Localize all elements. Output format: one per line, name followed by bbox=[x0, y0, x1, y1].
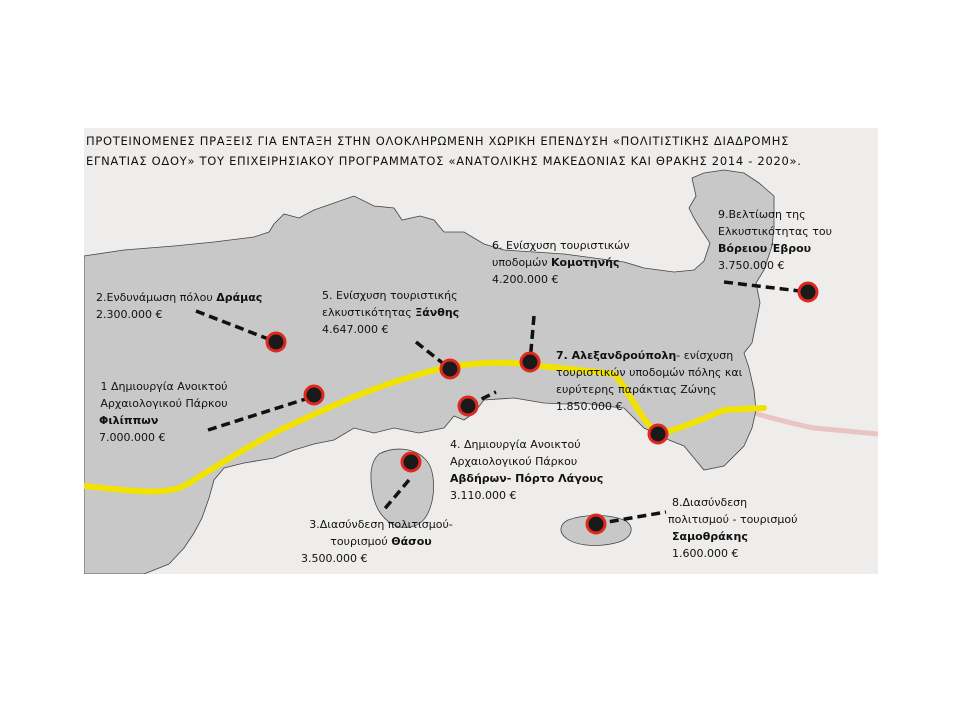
label-budget: 3.110.000 € bbox=[450, 489, 517, 502]
label-action-1: 1 Δημιουργία Ανοικτού Αρχαιολογικού Πάρκ… bbox=[87, 378, 241, 446]
label-action-7: 7. Αλεξανδρούπολη- ενίσχυση τουριστικών … bbox=[556, 347, 742, 415]
label-budget: 3.750.000 € bbox=[718, 259, 785, 272]
label-action-3: 3.Διασύνδεση πολιτισμού- τουρισμού Θάσου… bbox=[301, 516, 461, 567]
label-text: ευρύτερης παράκτιας Ζώνης bbox=[556, 383, 717, 396]
label-place: Σαμοθράκης bbox=[672, 530, 748, 543]
label-place: Θάσου bbox=[391, 535, 432, 548]
label-text: 3.Διασύνδεση πολιτισμού- bbox=[309, 518, 453, 531]
label-action-6: 6. Ενίσχυση τουριστικών υποδομών Κομοτην… bbox=[492, 237, 630, 288]
label-text: 1 Δημιουργία Ανοικτού bbox=[100, 380, 228, 393]
label-action-5: 5. Ενίσχυση τουριστικής ελκυστικότητας Ξ… bbox=[322, 287, 459, 338]
label-text: 6. Ενίσχυση τουριστικών bbox=[492, 239, 630, 252]
label-action-2: 2.Ενδυνάμωση πόλου Δράμας 2.300.000 € bbox=[96, 289, 262, 323]
marker-drama bbox=[265, 331, 287, 353]
label-budget: 3.500.000 € bbox=[301, 552, 368, 565]
label-text: τουριστικών υποδομών πόλης και bbox=[556, 366, 743, 379]
marker-north-evros bbox=[797, 281, 819, 303]
label-place: Ξάνθης bbox=[415, 306, 460, 319]
label-text: - ενίσχυση bbox=[676, 349, 734, 362]
label-budget: 1.600.000 € bbox=[672, 547, 739, 560]
label-text: Αρχαιολογικού Πάρκου bbox=[100, 397, 228, 410]
marker-xanthi bbox=[439, 358, 461, 380]
label-text: 4. Δημιουργία Ανοικτού bbox=[450, 438, 581, 451]
label-text: 2.Ενδυνάμωση πόλου bbox=[96, 291, 217, 304]
map-canvas bbox=[84, 169, 878, 574]
label-text: 8.Διασύνδεση bbox=[672, 496, 748, 509]
label-text: 5. Ενίσχυση τουριστικής bbox=[322, 289, 458, 302]
label-place: 7. Αλεξανδρούπολη bbox=[556, 349, 677, 362]
marker-thasos bbox=[400, 451, 422, 473]
label-place: Δράμας bbox=[216, 291, 263, 304]
marker-philippi bbox=[303, 384, 325, 406]
map-panel bbox=[84, 128, 878, 574]
label-text: Ελκυστικότητας του bbox=[718, 225, 832, 238]
label-text: πολιτισμού - τουρισμού bbox=[668, 513, 798, 526]
label-text: ελκυστικότητας bbox=[322, 306, 416, 319]
label-budget: 1.850.000 € bbox=[556, 400, 623, 413]
marker-abdera bbox=[457, 395, 479, 417]
map-title-line-2: ΕΓΝΑΤΙΑΣ ΟΔΟΥ» ΤΟΥ ΕΠΙΧΕΙΡΗΣΙΑΚΟΥ ΠΡΟΓΡΑ… bbox=[86, 154, 802, 168]
label-action-9: 9.Βελτίωση της Ελκυστικότητας του Βόρειο… bbox=[718, 206, 832, 274]
label-place: Αβδήρων- Πόρτο Λάγους bbox=[450, 472, 604, 485]
label-text: Αρχαιολογικού Πάρκου bbox=[450, 455, 578, 468]
label-budget: 7.000.000 € bbox=[99, 431, 166, 444]
label-budget: 4.200.000 € bbox=[492, 273, 559, 286]
label-text: τουρισμού bbox=[330, 535, 392, 548]
label-place: Κομοτηνής bbox=[551, 256, 620, 269]
label-action-4: 4. Δημιουργία Ανοικτού Αρχαιολογικού Πάρ… bbox=[450, 436, 603, 504]
label-place: Φιλίππων bbox=[99, 414, 159, 427]
marker-alexandroupoli bbox=[647, 423, 669, 445]
label-budget: 4.647.000 € bbox=[322, 323, 389, 336]
marker-samothrace bbox=[585, 513, 607, 535]
label-text: υποδομών bbox=[492, 256, 552, 269]
label-action-8: 8.Διασύνδεση πολιτισμού - τουρισμού Σαμο… bbox=[668, 494, 797, 562]
map-title-line-1: ΠΡΟΤΕΙΝΟΜΕΝΕΣ ΠΡΑΞΕΙΣ ΓΙΑ ΕΝΤΑΞΗ ΣΤΗΝ ΟΛ… bbox=[86, 134, 790, 148]
label-text: 9.Βελτίωση της bbox=[718, 208, 806, 221]
label-place: Βόρειου Έβρου bbox=[718, 242, 812, 255]
marker-komotini bbox=[519, 351, 541, 373]
label-budget: 2.300.000 € bbox=[96, 308, 163, 321]
